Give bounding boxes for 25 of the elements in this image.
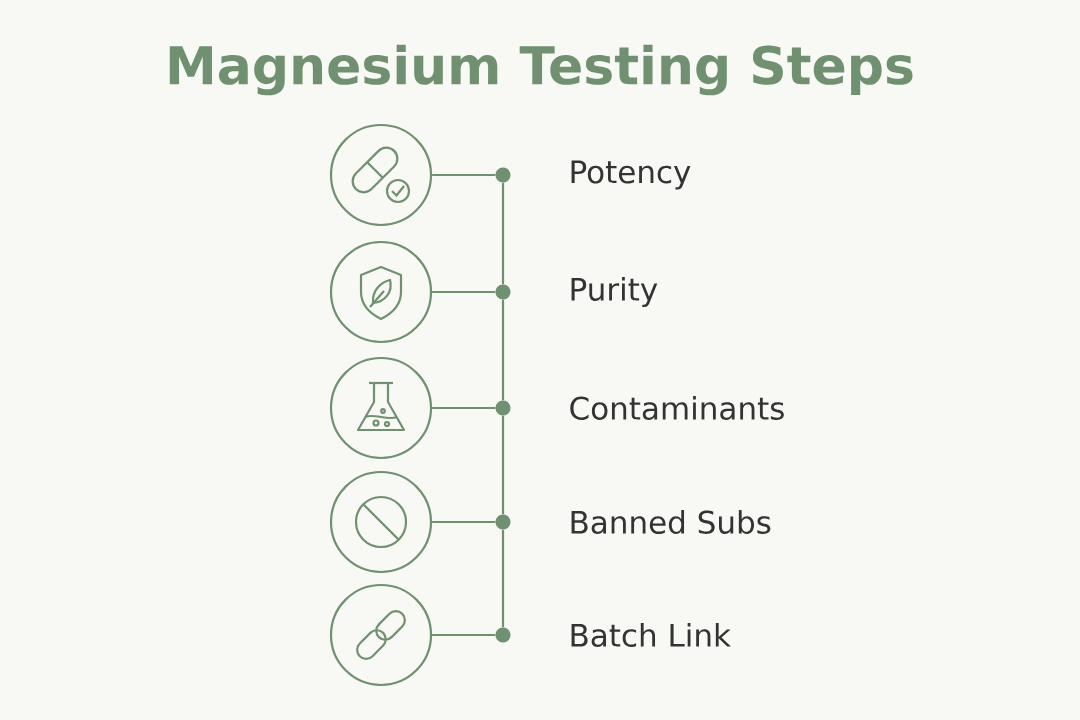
- timeline-dot: [495, 167, 511, 183]
- icon-circle: [329, 470, 433, 574]
- timeline-dot: [495, 514, 511, 530]
- connector-line: [432, 633, 496, 637]
- connector-line: [432, 290, 496, 294]
- step-label: Contaminants: [570, 396, 784, 420]
- connector-line: [501, 299, 505, 401]
- title: Magnesium Testing Steps: [169, 44, 913, 96]
- connector-line: [501, 529, 505, 628]
- step-label: Purity: [571, 277, 658, 307]
- step-label: Banned Subs: [571, 510, 771, 534]
- connector-line: [501, 415, 505, 515]
- icon-circle: [329, 583, 433, 687]
- connector-line: [432, 520, 496, 524]
- timeline-dot: [495, 284, 511, 300]
- icon-circle: [329, 240, 433, 344]
- connector-line: [501, 182, 505, 285]
- connector-line: [432, 173, 496, 177]
- timeline-dot: [495, 400, 511, 416]
- icon-circle: [329, 123, 433, 227]
- step-label: Potency: [571, 160, 691, 190]
- timeline-dot: [495, 627, 511, 643]
- connector-line: [432, 406, 496, 410]
- step-label: Batch Link: [571, 623, 731, 647]
- icon-circle: [329, 356, 433, 460]
